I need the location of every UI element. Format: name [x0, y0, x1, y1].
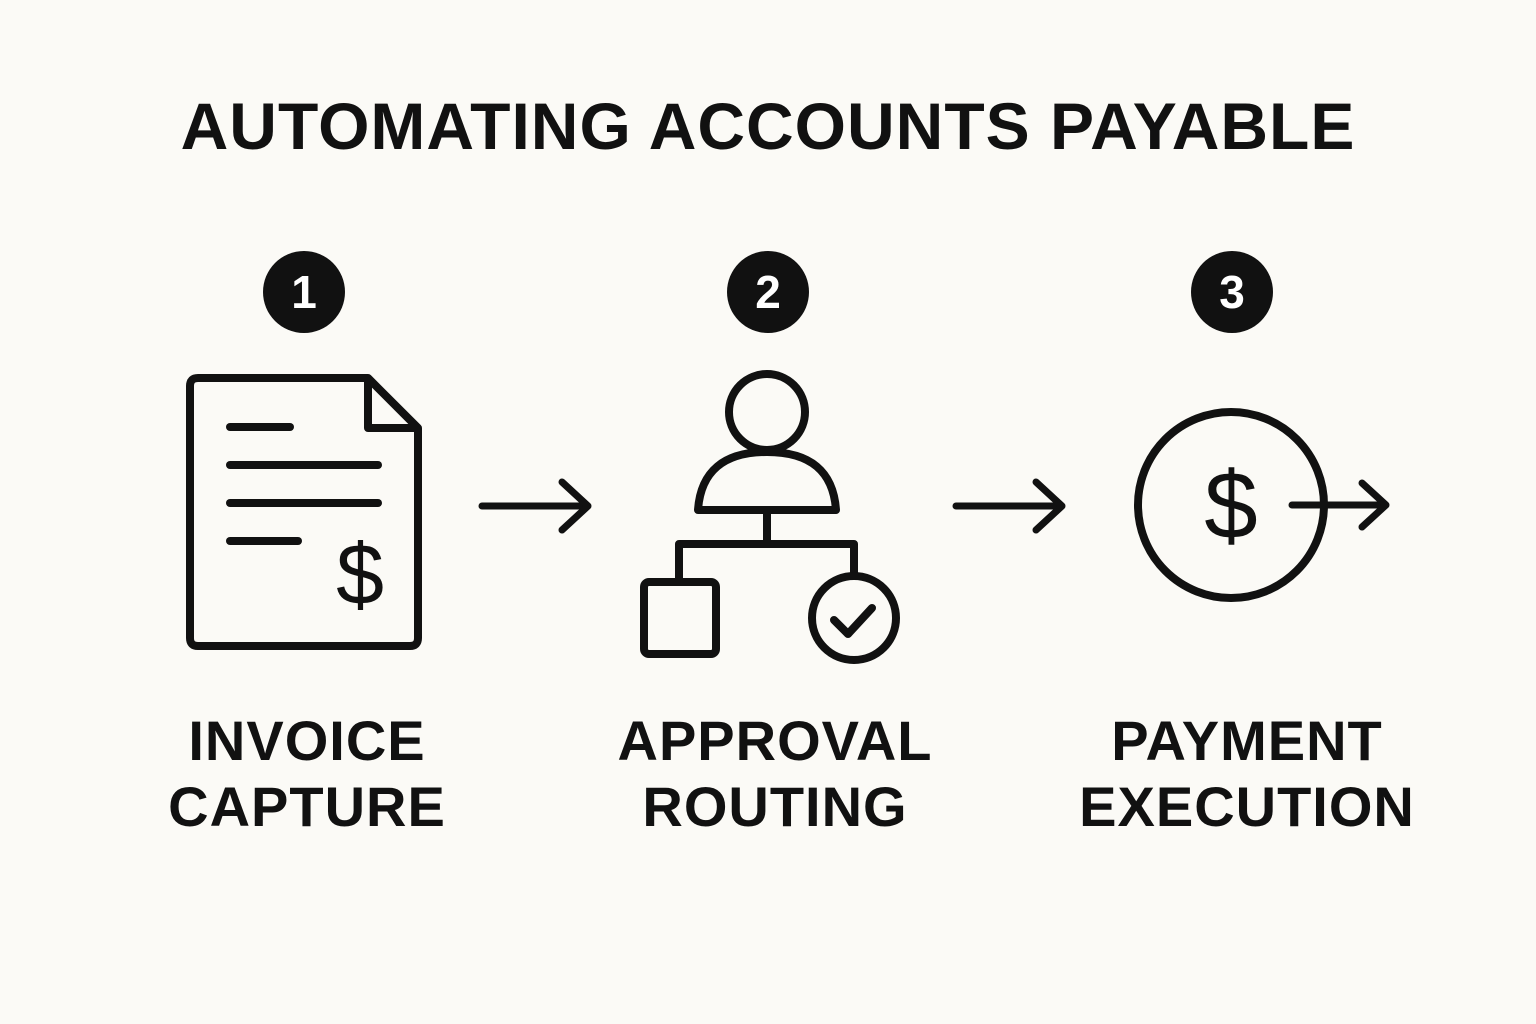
dollar-sign-glyph: $ — [1204, 452, 1257, 559]
step-3-number-badge: 3 — [1191, 251, 1273, 333]
step-2-label: APPROVAL ROUTING — [575, 708, 975, 840]
page-title: AUTOMATING ACCOUNTS PAYABLE — [180, 89, 1356, 163]
step-1-label: INVOICE CAPTURE — [107, 708, 507, 840]
flow-arrow-right-icon — [478, 478, 592, 534]
step-3-label-line-2: EXECUTION — [1079, 775, 1415, 838]
invoice-document-icon: $ — [186, 374, 422, 650]
step-2-label-line-2: ROUTING — [642, 775, 908, 838]
dollar-sign-glyph: $ — [336, 527, 384, 623]
step-3-label: PAYMENT EXECUTION — [1047, 708, 1447, 840]
step-1-label-line-2: CAPTURE — [168, 775, 446, 838]
flow-arrow-right-icon — [952, 478, 1066, 534]
dollar-circle-arrow-icon: $ — [1134, 408, 1390, 602]
step-2-label-line-1: APPROVAL — [617, 709, 933, 772]
checkmark-icon — [830, 604, 876, 638]
approval-hierarchy-icon — [640, 370, 900, 664]
step-1-label-line-1: INVOICE — [188, 709, 426, 772]
step-3-label-line-1: PAYMENT — [1111, 709, 1383, 772]
step-2-number-badge: 2 — [727, 251, 809, 333]
step-1-number-badge: 1 — [263, 251, 345, 333]
